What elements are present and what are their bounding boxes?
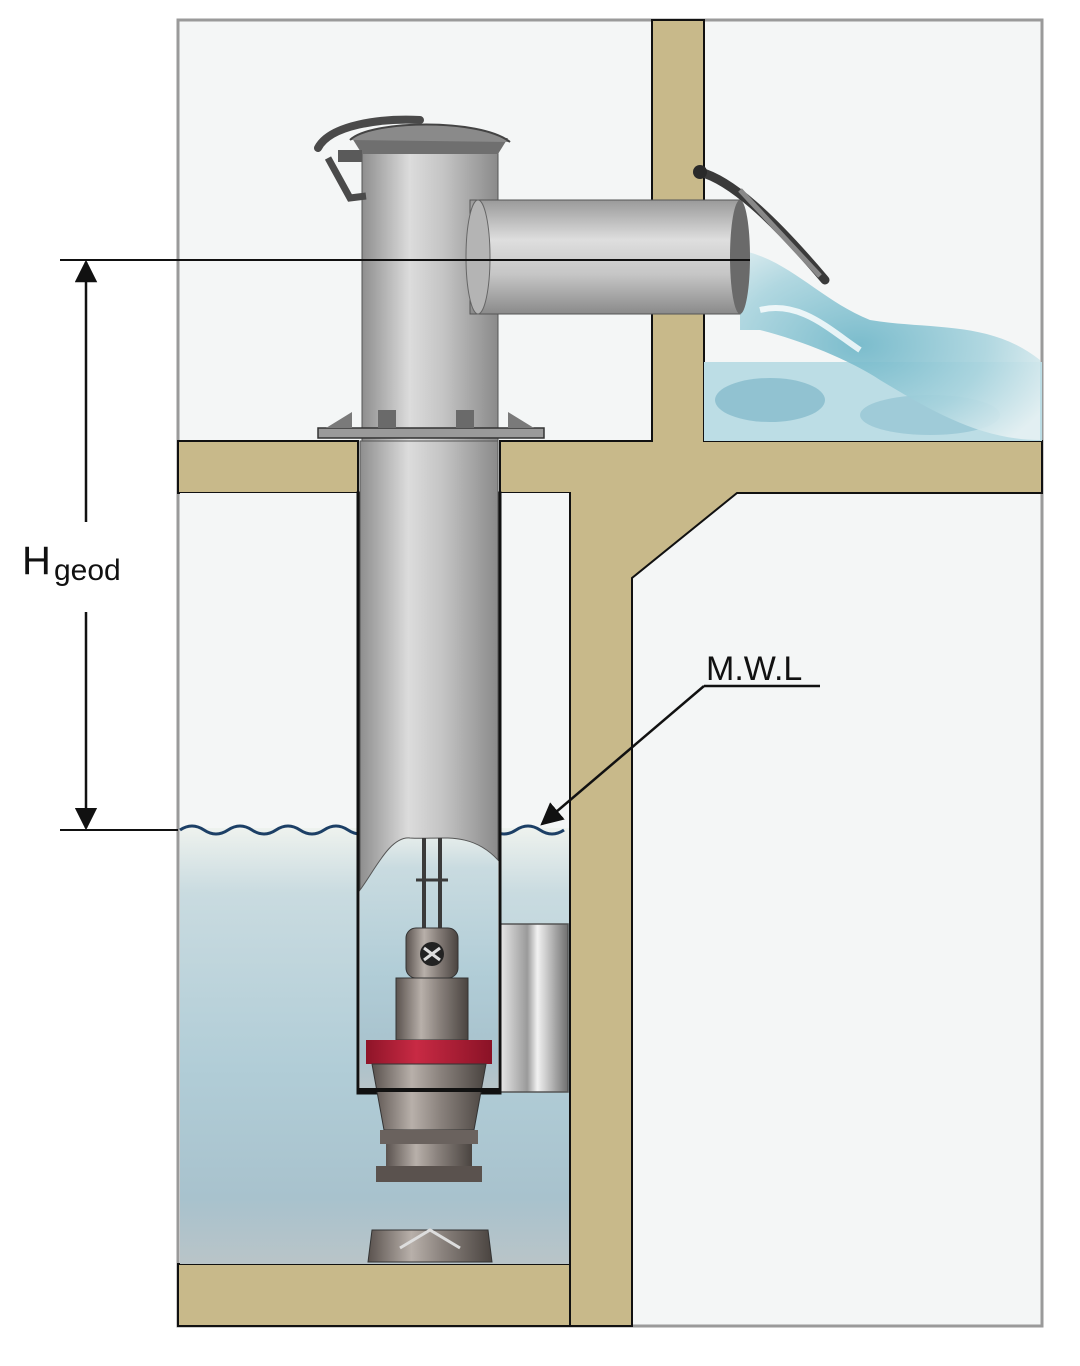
pump-stand xyxy=(367,1228,493,1263)
base-slab xyxy=(177,1263,571,1327)
water-jet xyxy=(740,250,1040,440)
mwl-annotation: M.W.L xyxy=(540,650,820,826)
discharge-pipe xyxy=(465,165,830,315)
motor-band xyxy=(366,1040,492,1064)
cap-latch xyxy=(314,115,424,152)
submersible-pump xyxy=(358,838,500,1182)
height-label-main: H xyxy=(22,539,51,583)
height-label-sub: geod xyxy=(54,554,121,587)
height-dimension: H geod xyxy=(22,259,750,831)
guide-bracket xyxy=(499,923,569,1093)
floor-slab xyxy=(177,440,359,494)
outflow-chamber xyxy=(704,250,1042,441)
mwl-leader xyxy=(540,685,705,826)
column-tube xyxy=(359,440,499,892)
column-cap xyxy=(352,138,508,154)
mwl-label: M.W.L xyxy=(706,650,802,688)
floor-flange xyxy=(317,427,545,439)
